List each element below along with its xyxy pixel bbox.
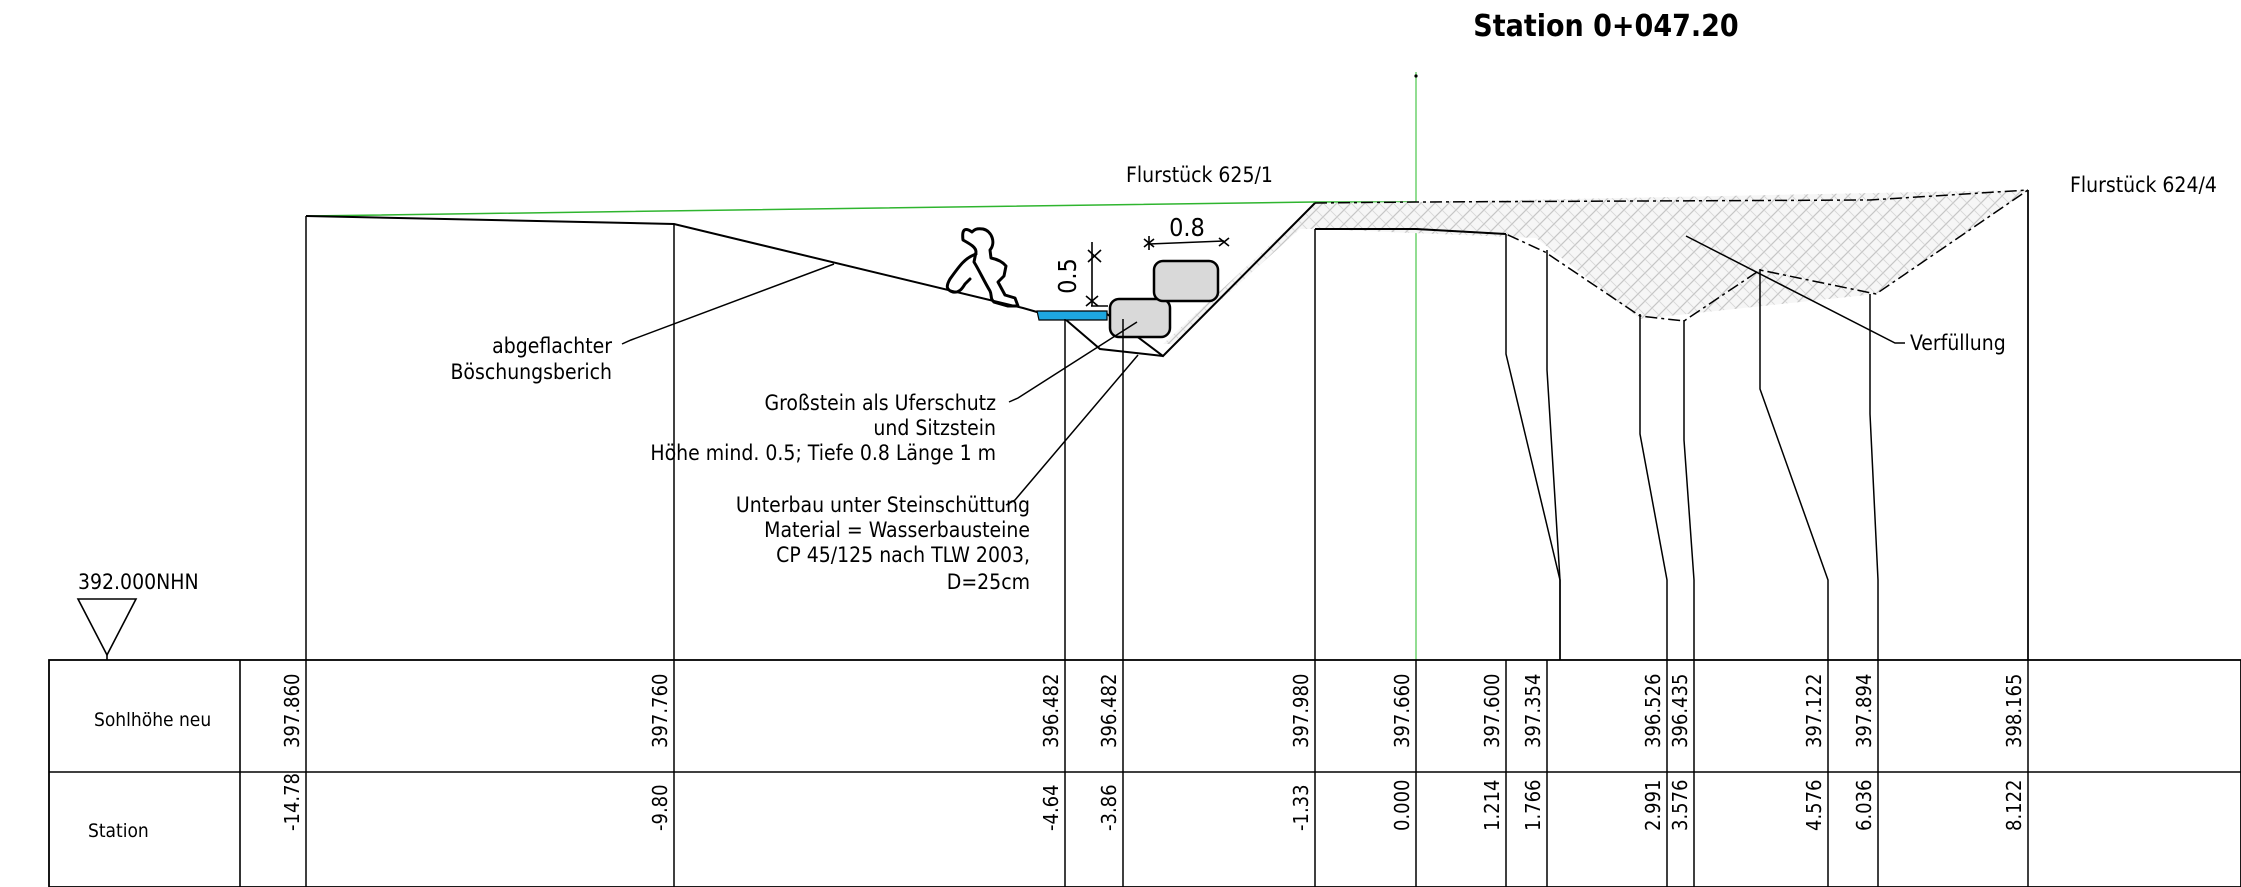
station-value: 3.576 bbox=[1668, 780, 1692, 832]
height-value: 398.165 bbox=[2002, 674, 2026, 748]
height-value: 397.660 bbox=[1390, 674, 1414, 748]
embankment-hatch bbox=[1163, 203, 1315, 344]
station-value: 1.766 bbox=[1521, 780, 1545, 832]
substructure-label-line1: Unterbau unter Steinschüttung bbox=[736, 493, 1030, 517]
height-value: 397.980 bbox=[1289, 674, 1313, 748]
height-value: 396.482 bbox=[1097, 674, 1121, 748]
substructure-label-line2: Material = Wasserbausteine bbox=[764, 518, 1030, 542]
height-value: 397.894 bbox=[1852, 674, 1876, 748]
upper-stone bbox=[1152, 259, 1220, 303]
seated-person-icon bbox=[945, 227, 1020, 308]
station-line-8 bbox=[1639, 314, 1668, 660]
station-line-10 bbox=[1759, 269, 1829, 660]
station-value: 4.576 bbox=[1802, 780, 1826, 832]
station-line-7 bbox=[1546, 250, 1561, 660]
station-value: 6.036 bbox=[1852, 780, 1876, 832]
substructure-label-line3: CP 45/125 nach TLW 2003, bbox=[776, 543, 1030, 567]
reference-level-triangle bbox=[76, 598, 138, 657]
height-value: 397.760 bbox=[648, 674, 672, 748]
fill-area bbox=[1315, 190, 2028, 319]
fill-top-dashed-line bbox=[1314, 189, 2029, 204]
table-border bbox=[48, 659, 2241, 887]
station-title: Station 0+047.20 bbox=[1473, 9, 1738, 44]
station-value: -14.78 bbox=[280, 773, 304, 831]
station-value: 8.122 bbox=[2002, 780, 2026, 832]
stone-leader-line bbox=[1008, 321, 1138, 403]
data-table: Sohlhöhe neu Station 397.860 -14.78 397.76… bbox=[48, 659, 2241, 887]
station-line-11 bbox=[1869, 294, 1879, 660]
height-dimension bbox=[1085, 242, 1108, 307]
height-value: 397.122 bbox=[1802, 674, 1826, 748]
fill-bottom-dashed-line bbox=[1415, 189, 2029, 322]
slope-leader-line bbox=[621, 263, 835, 345]
station-value: 1.214 bbox=[1480, 780, 1504, 832]
depth-dimension bbox=[1143, 236, 1230, 250]
height-value: 397.600 bbox=[1480, 674, 1504, 748]
parcel-label-right: Flurstück 624/4 bbox=[2070, 173, 2217, 197]
row-label-height: Sohlhöhe neu bbox=[94, 709, 211, 731]
depth-dimension-label: 0.8 bbox=[1169, 213, 1205, 242]
table-values: 397.860 -14.78 397.760 -9.80 396.482 -4.64 396… bbox=[280, 660, 2029, 887]
stone-label-line3: Höhe mind. 0.5; Tiefe 0.8 Länge 1 m bbox=[650, 441, 996, 465]
stone-label-line1: Großstein als Uferschutz bbox=[764, 391, 996, 415]
slope-label-line2: Böschungsberich bbox=[450, 360, 612, 384]
substructure-leader-line bbox=[1005, 354, 1139, 506]
existing-terrain-line bbox=[305, 201, 1416, 217]
station-value: -3.86 bbox=[1097, 784, 1121, 831]
station-value: 2.991 bbox=[1641, 780, 1665, 832]
height-dimension-label: 0.5 bbox=[1053, 258, 1082, 294]
parcel-label-left: Flurstück 625/1 bbox=[1126, 163, 1273, 187]
reference-level-label: 392.000NHN bbox=[78, 570, 199, 594]
station-line-9 bbox=[1683, 320, 1695, 660]
channel-bottom-line bbox=[1064, 318, 1164, 357]
axis-top-marker bbox=[1414, 74, 1418, 78]
fill-label: Verfüllung bbox=[1910, 331, 2006, 355]
design-ground-line-right bbox=[1315, 228, 1507, 235]
stone-label-line2: und Sitzstein bbox=[873, 416, 996, 440]
station-value: -9.80 bbox=[648, 784, 672, 831]
height-value: 396.482 bbox=[1039, 674, 1063, 748]
height-value: 397.354 bbox=[1521, 674, 1545, 748]
station-value: -4.64 bbox=[1039, 784, 1063, 831]
fill-leader-line bbox=[1685, 235, 1905, 344]
height-value: 396.435 bbox=[1668, 674, 1692, 748]
substructure-label-line4: D=25cm bbox=[947, 570, 1030, 594]
slope-label-line1: abgeflachter bbox=[492, 334, 612, 358]
row-label-station: Station bbox=[88, 820, 149, 842]
station-value: -1.33 bbox=[1289, 784, 1313, 831]
station-value: 0.000 bbox=[1390, 780, 1414, 832]
station-lines bbox=[305, 190, 2029, 660]
height-value: 397.860 bbox=[280, 674, 304, 748]
water-surface bbox=[1036, 310, 1108, 321]
height-value: 396.526 bbox=[1641, 674, 1665, 748]
lower-stone bbox=[1108, 297, 1172, 339]
